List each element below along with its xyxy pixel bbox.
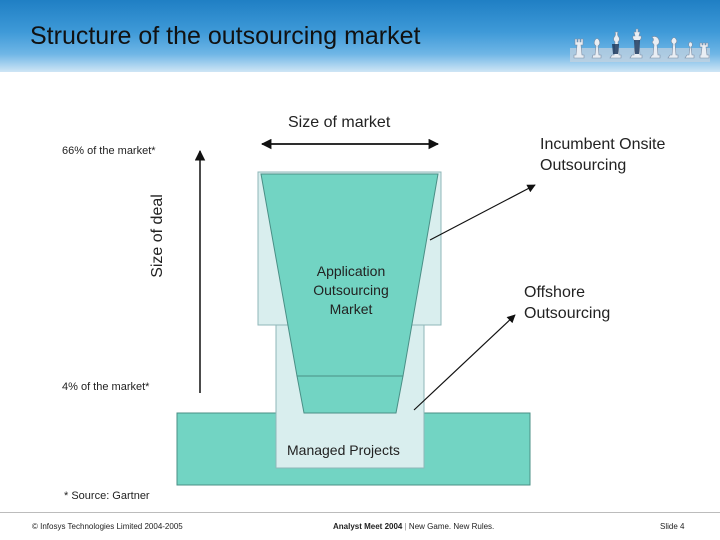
offshore-label: Offshore Outsourcing bbox=[524, 284, 611, 322]
bottom-percent-label: 4% of the market* bbox=[62, 381, 150, 393]
footer-divider bbox=[0, 512, 720, 513]
incumbent-onsite-label: Incumbent Onsite Outsourcing bbox=[540, 136, 666, 174]
top-percent-label: 66% of the market* bbox=[62, 145, 156, 157]
funnel-lower bbox=[296, 375, 404, 414]
chess-pieces-icon bbox=[570, 28, 710, 62]
size-of-deal-label: Size of deal bbox=[149, 194, 166, 278]
footer-event-bold: Analyst Meet 2004 bbox=[333, 522, 403, 531]
managed-projects-label: Managed Projects bbox=[287, 442, 400, 458]
size-of-market-label: Size of market bbox=[288, 114, 391, 131]
footer-event: Analyst Meet 2004 | New Game. New Rules. bbox=[333, 522, 495, 531]
source-note: * Source: Gartner bbox=[64, 490, 150, 502]
slide-title: Structure of the outsourcing market bbox=[30, 22, 421, 50]
header-bar: Structure of the outsourcing market bbox=[0, 0, 720, 72]
application-market-label: Application Outsourcing Market bbox=[313, 263, 389, 317]
offshore-arrow bbox=[413, 314, 516, 411]
incumbent-arrow bbox=[429, 184, 536, 241]
footer-event-rest: New Game. New Rules. bbox=[408, 522, 495, 531]
footer-copyright: © Infosys Technologies Limited 2004-2005 bbox=[32, 522, 183, 531]
footer-slide-number: Slide 4 bbox=[660, 522, 685, 531]
